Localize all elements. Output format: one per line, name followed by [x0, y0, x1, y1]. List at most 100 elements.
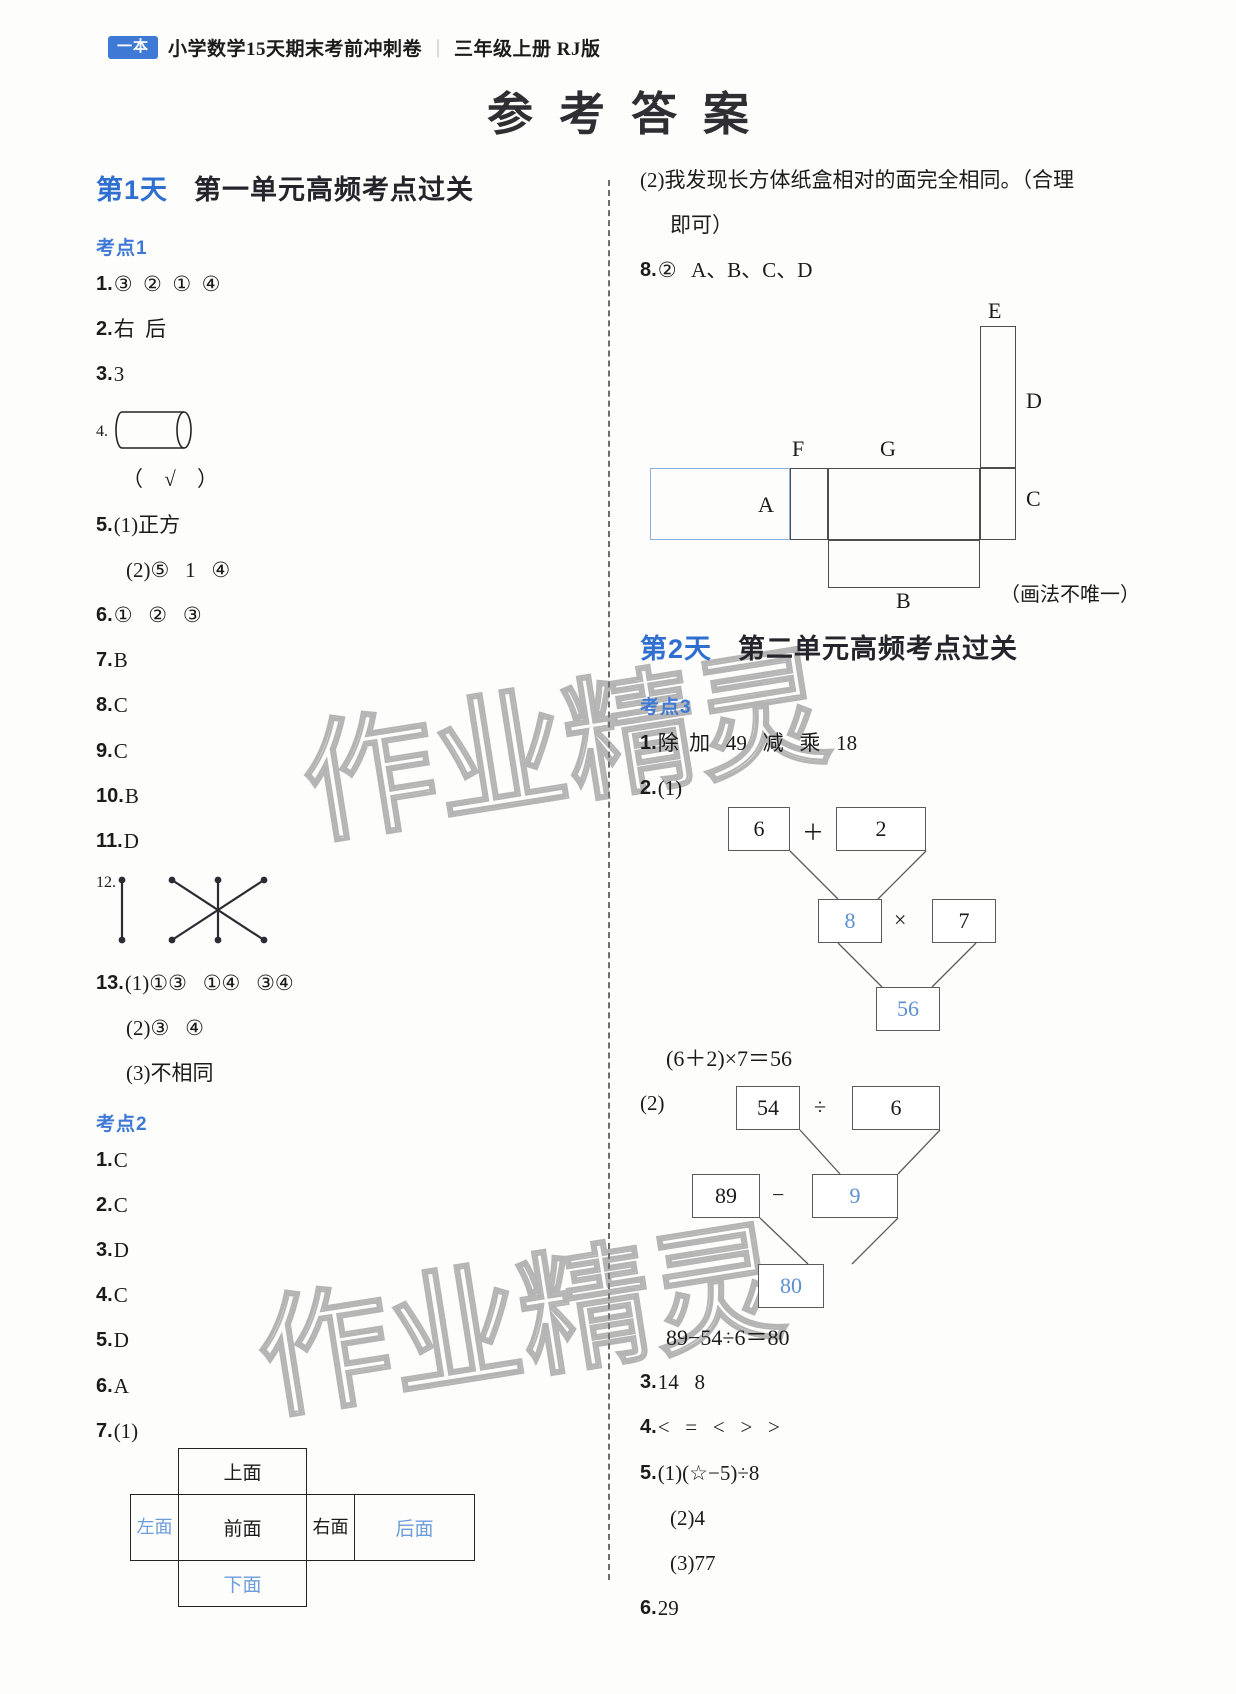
net-cell-front: 前面	[178, 1493, 307, 1561]
number-tree-2: 54 ÷ 6 89 − 9 80	[640, 1086, 1140, 1309]
item-number: 4.	[640, 1416, 657, 1439]
answer-item: 2.C	[96, 1193, 566, 1218]
net-label-b: B	[896, 587, 911, 613]
answer-item: 10.B	[96, 784, 566, 809]
answer-item-matching: 12.	[96, 874, 566, 953]
item-number: 5.	[640, 1461, 657, 1484]
net-rect-e-d	[980, 325, 1016, 468]
tree2-box-d: 9	[812, 1174, 898, 1219]
item-number: 1.	[96, 273, 113, 295]
answer-item: 5.(1)(☆−5)÷8	[640, 1461, 1140, 1486]
item-value: (1)①③ ①④ ③④	[124, 971, 294, 996]
item-number: 13.	[96, 972, 124, 995]
item-value: B	[113, 648, 128, 673]
answer-item: 1.③ ② ① ④	[96, 272, 566, 297]
answer-item: 7.B	[96, 648, 566, 673]
net-label-e: E	[988, 297, 1002, 323]
item-value: 除 加 49 减 乘 18	[657, 730, 858, 755]
answer-item: (2)⑤ 1 ④	[96, 558, 566, 583]
tree1-box-result: 56	[876, 986, 940, 1031]
item-number: 2.	[96, 1193, 113, 1216]
item-number: 11.	[96, 829, 123, 852]
item-value: C	[113, 693, 128, 718]
item-value: (2)⑤ 1 ④	[126, 557, 231, 582]
item-number: 8.	[640, 259, 657, 282]
item-number: 1.	[640, 731, 657, 754]
answer-item: 3.14 8	[640, 1370, 1140, 1395]
item-value: (1)(☆−5)÷8	[657, 1460, 760, 1485]
item-value: C	[113, 738, 128, 763]
tree2-op-2: −	[772, 1182, 785, 1208]
answer-item: 2.右 后	[96, 317, 566, 342]
item-value: D	[123, 828, 139, 853]
answer-item: (2)	[640, 1091, 1140, 1116]
item-value: 即可）	[670, 213, 733, 238]
right-column: (2)我发现长方体纸盒相对的面完全相同。（合理 即可） 8.② A、B、C、D …	[640, 168, 1140, 1641]
item-value: D	[113, 1238, 129, 1262]
answer-item: 3.D	[96, 1238, 566, 1263]
section-heading-kaodian-2: 考点2	[96, 1113, 148, 1135]
answer-item: 9.C	[96, 739, 566, 764]
checkmark-answer: （ √ ）	[122, 466, 227, 491]
item-value: (1)	[657, 775, 683, 800]
item-value: (3)77	[670, 1550, 716, 1575]
net-cell-bottom: 下面	[178, 1559, 307, 1607]
answer-item-cylinder: 4.	[96, 408, 566, 457]
net-cell-right: 右面	[306, 1493, 355, 1561]
net-rect-f	[790, 467, 828, 540]
item-number: 6.	[640, 1597, 657, 1620]
item-number: 6.	[96, 1374, 113, 1397]
tree2-box-b: 6	[852, 1086, 940, 1131]
answer-item: (2)4	[640, 1506, 1140, 1531]
answer-item: 5.D	[96, 1328, 566, 1353]
day-topic: 第二单元高频考点过关	[738, 633, 1019, 664]
answer-item: 1.除 加 49 减 乘 18	[640, 731, 1140, 756]
net-rect-b	[828, 539, 980, 588]
net-diagram-note: （画法不唯一）	[1000, 583, 1140, 606]
item-number: 2.	[640, 776, 657, 799]
item-value: (2)	[640, 1090, 665, 1115]
net-label-c: C	[1026, 485, 1041, 511]
net-cell-top: 上面	[178, 1447, 307, 1495]
answer-item: 8.C	[96, 693, 566, 718]
tree1-op-1: ＋	[802, 819, 825, 845]
day-number: 第1天	[96, 175, 169, 205]
column-divider	[608, 180, 610, 1580]
item-number: 8.	[96, 694, 113, 717]
answer-item: 3.3	[96, 362, 566, 387]
answer-item: (2)我发现长方体纸盒相对的面完全相同。（合理	[640, 168, 1140, 193]
net-label-g: G	[880, 435, 896, 461]
item-value: A	[113, 1373, 129, 1398]
section-heading-kaodian-3: 考点3	[640, 696, 692, 718]
section-heading-kaodian-1: 考点1	[96, 238, 148, 259]
answer-item: 13.(1)①③ ①④ ③④	[96, 971, 566, 996]
net-cell-left: 左面	[130, 1493, 179, 1561]
item-value: C	[113, 1192, 128, 1217]
item-value: B	[124, 783, 139, 808]
item-number: 1.	[96, 1148, 113, 1171]
item-value: (1)	[113, 1418, 139, 1443]
day-number: 第2天	[640, 633, 713, 664]
tree2-box-a: 54	[736, 1086, 800, 1131]
net-label-d: D	[1026, 387, 1042, 413]
tree1-box-a: 6	[728, 806, 790, 851]
item-number: 7.	[96, 1419, 113, 1442]
page-title: 参考答案	[487, 89, 775, 140]
answer-item: 7.(1)	[96, 1419, 566, 1444]
answer-item: 2.(1)	[640, 776, 1140, 801]
item-number: 3.	[96, 363, 113, 386]
answer-item: (2)③ ④	[96, 1016, 566, 1041]
item-value: ② A、B、C、D	[657, 258, 813, 283]
answer-item: 5.(1)正方	[96, 513, 566, 538]
number-tree-1: 6 ＋ 2 8 × 7 56	[640, 806, 1140, 1031]
tree1-box-d: 7	[932, 898, 996, 943]
item-value: C	[113, 1147, 128, 1172]
tree2-equation: 89−54÷6＝80	[666, 1325, 790, 1351]
item-number: 3.	[640, 1371, 657, 1394]
item-number: 4.	[96, 1284, 113, 1307]
item-value: (3)不相同	[126, 1061, 214, 1086]
tree1-op-2: ×	[894, 906, 907, 932]
item-number: 10.	[96, 784, 124, 807]
page-header: 一本 小学数学15天期末考前冲刺卷 | 三年级上册 RJ版	[0, 34, 1236, 61]
item-value: 3	[113, 362, 125, 387]
